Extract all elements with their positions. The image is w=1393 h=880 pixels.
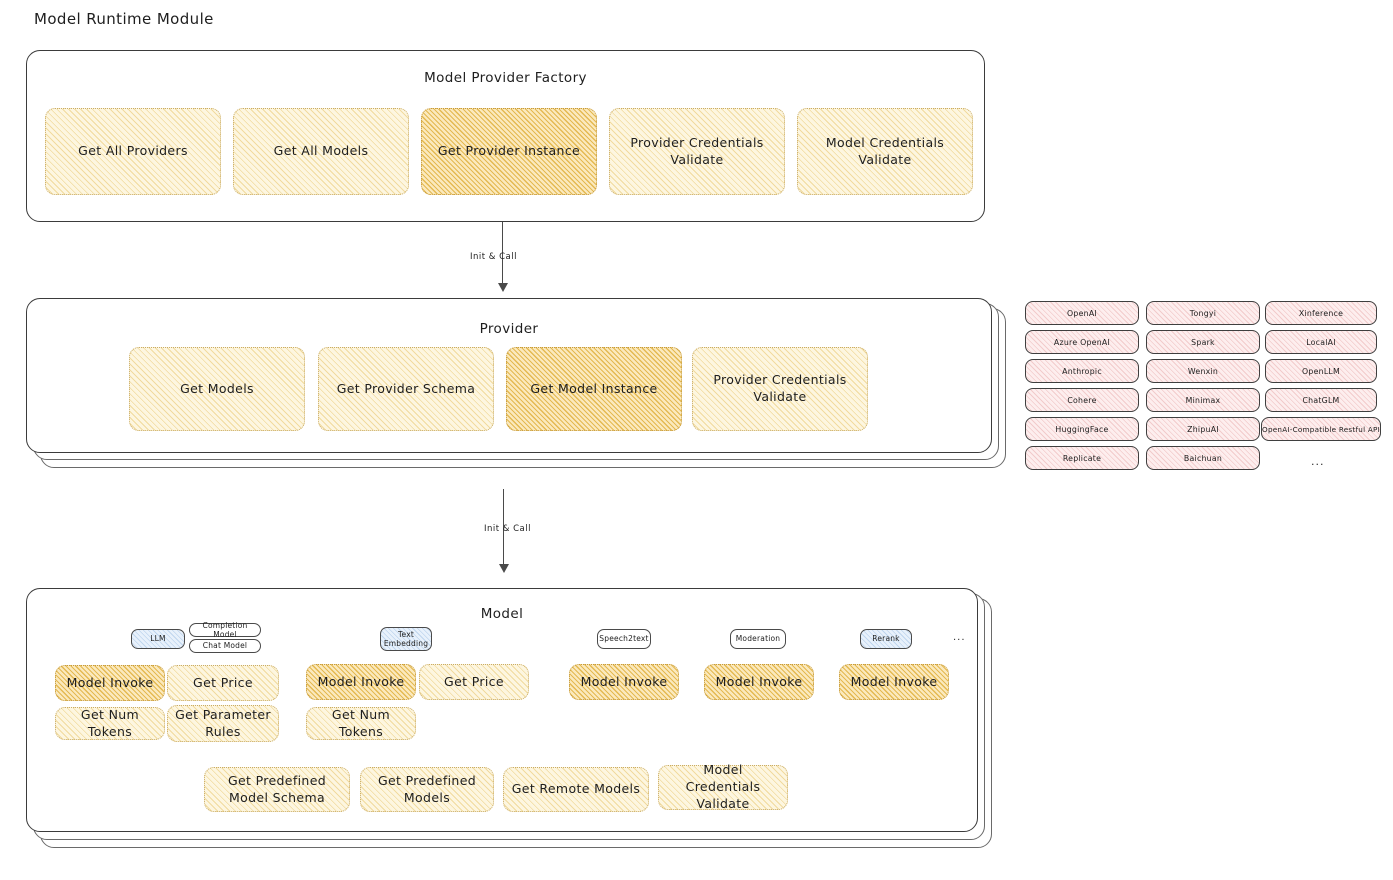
arrow-factory-to-provider-line xyxy=(502,222,504,287)
model-subtag-chat-model[interactable]: Chat Model xyxy=(189,639,261,653)
provider-box-get-models[interactable]: Get Models xyxy=(129,347,305,431)
provider-chip-huggingface[interactable]: HuggingFace xyxy=(1025,417,1139,441)
provider-chip-localai[interactable]: LocalAI xyxy=(1265,330,1377,354)
factory-box-provider-credentials-validate[interactable]: Provider Credentials Validate xyxy=(609,108,785,195)
arrow-factory-to-provider-label: Init & Call xyxy=(470,252,517,262)
model-box-llm-get-num-tokens[interactable]: Get Num Tokens xyxy=(55,707,165,740)
factory-box-model-credentials-validate[interactable]: Model Credentials Validate xyxy=(797,108,973,195)
provider-chip-openai[interactable]: OpenAI xyxy=(1025,301,1139,325)
model-tag-speech2text[interactable]: Speech2text xyxy=(597,629,651,649)
provider-chip-chatglm[interactable]: ChatGLM xyxy=(1265,388,1377,412)
provider-chip-minimax[interactable]: Minimax xyxy=(1146,388,1260,412)
model-tag-llm[interactable]: LLM xyxy=(131,629,185,649)
provider-chip-replicate[interactable]: Replicate xyxy=(1025,446,1139,470)
model-box-speech2text-model-invoke[interactable]: Model Invoke xyxy=(569,664,679,700)
model-box-rerank-model-invoke[interactable]: Model Invoke xyxy=(839,664,949,700)
provider-chip-spark[interactable]: Spark xyxy=(1146,330,1260,354)
provider-title: Provider xyxy=(479,321,539,337)
provider-chip-azure-openai[interactable]: Azure OpenAI xyxy=(1025,330,1139,354)
model-subtag-completion-model[interactable]: Completion Model xyxy=(189,621,261,639)
provider-chip-xinference[interactable]: Xinference xyxy=(1265,301,1377,325)
provider-chip-cohere[interactable]: Cohere xyxy=(1025,388,1139,412)
arrow-factory-to-provider-head xyxy=(497,283,508,292)
model-card: Model LLM Completion Model Chat Model Mo… xyxy=(26,588,978,832)
model-box-llm-get-parameter-rules[interactable]: Get Parameter Rules xyxy=(167,705,279,742)
provider-chip-zhipuai[interactable]: ZhipuAI xyxy=(1146,417,1260,441)
page-title: Model Runtime Module xyxy=(34,10,214,28)
model-box-model-credentials-validate[interactable]: Model Credentials Validate xyxy=(658,762,788,811)
factory-box-get-provider-instance[interactable]: Get Provider Instance xyxy=(421,108,597,195)
provider-chip-baichuan[interactable]: Baichuan xyxy=(1146,446,1260,470)
arrow-provider-to-model-head xyxy=(498,564,509,573)
provider-list-ellipsis: ... xyxy=(1311,455,1325,468)
model-tag-rerank[interactable]: Rerank xyxy=(860,629,912,649)
provider-chip-wenxin[interactable]: Wenxin xyxy=(1146,359,1260,383)
model-groups-ellipsis: ... xyxy=(953,632,966,643)
model-box-moderation-model-invoke[interactable]: Model Invoke xyxy=(704,664,814,700)
factory-box-get-all-providers[interactable]: Get All Providers xyxy=(45,108,221,195)
model-box-llm-get-price[interactable]: Get Price xyxy=(167,665,279,701)
provider-chip-tongyi[interactable]: Tongyi xyxy=(1146,301,1260,325)
model-box-llm-model-invoke[interactable]: Model Invoke xyxy=(55,665,165,701)
provider-box-provider-credentials-validate[interactable]: Provider Credentials Validate xyxy=(692,347,868,431)
arrow-provider-to-model-label: Init & Call xyxy=(484,524,531,534)
provider-chip-openllm[interactable]: OpenLLM xyxy=(1265,359,1377,383)
model-tag-moderation[interactable]: Moderation xyxy=(730,629,786,649)
model-title: Model xyxy=(480,606,524,622)
model-box-get-remote-models[interactable]: Get Remote Models xyxy=(503,767,649,812)
provider-box-get-model-instance[interactable]: Get Model Instance xyxy=(506,347,682,431)
model-box-get-predefined-models[interactable]: Get Predefined Models xyxy=(360,767,494,812)
provider-chip-openai-compatible-restful-api[interactable]: OpenAI-Compatible Restful API xyxy=(1261,417,1381,441)
arrow-provider-to-model-line xyxy=(503,489,505,567)
model-box-text-embedding-get-price[interactable]: Get Price xyxy=(419,664,529,700)
factory-title: Model Provider Factory xyxy=(424,70,587,86)
model-box-get-predefined-model-schema[interactable]: Get Predefined Model Schema xyxy=(204,767,350,812)
model-tag-text-embedding[interactable]: Text Embedding xyxy=(380,627,432,651)
model-box-text-embedding-model-invoke[interactable]: Model Invoke xyxy=(306,664,416,700)
factory-box-get-all-models[interactable]: Get All Models xyxy=(233,108,409,195)
provider-box-get-provider-schema[interactable]: Get Provider Schema xyxy=(318,347,494,431)
model-box-text-embedding-get-num-tokens[interactable]: Get Num Tokens xyxy=(306,707,416,740)
model-provider-factory-card: Model Provider Factory Get All Providers… xyxy=(26,50,985,222)
provider-chip-anthropic[interactable]: Anthropic xyxy=(1025,359,1139,383)
provider-card: Provider Get Models Get Provider Schema … xyxy=(26,298,992,453)
